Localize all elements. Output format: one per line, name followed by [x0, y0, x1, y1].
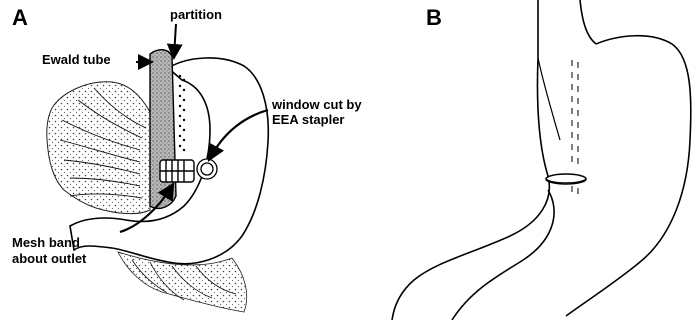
- window-label-line1: window cut by: [272, 98, 362, 112]
- partition-arrow: [174, 24, 176, 56]
- panel-a-drawing: [47, 24, 268, 312]
- eea-window: [197, 159, 217, 179]
- panel-a-letter: A: [12, 6, 28, 29]
- lesser-curve-b: [538, 58, 560, 140]
- mesh-band: [160, 160, 194, 182]
- outlet-b: [452, 190, 554, 320]
- ewald-tube: [150, 50, 176, 209]
- window-label-line2: EEA stapler: [272, 113, 345, 127]
- esophagus-b: [538, 0, 596, 58]
- ewald-tube-label: Ewald tube: [42, 53, 111, 67]
- stomach-b: [392, 36, 691, 320]
- panel-b-drawing: [392, 0, 691, 320]
- partition-label: partition: [170, 8, 222, 22]
- mesh-label-line2: about outlet: [12, 252, 86, 266]
- partition-staples: [179, 75, 185, 151]
- mesh-label-line1: Mesh band: [12, 236, 80, 250]
- panel-b-letter: B: [426, 6, 442, 29]
